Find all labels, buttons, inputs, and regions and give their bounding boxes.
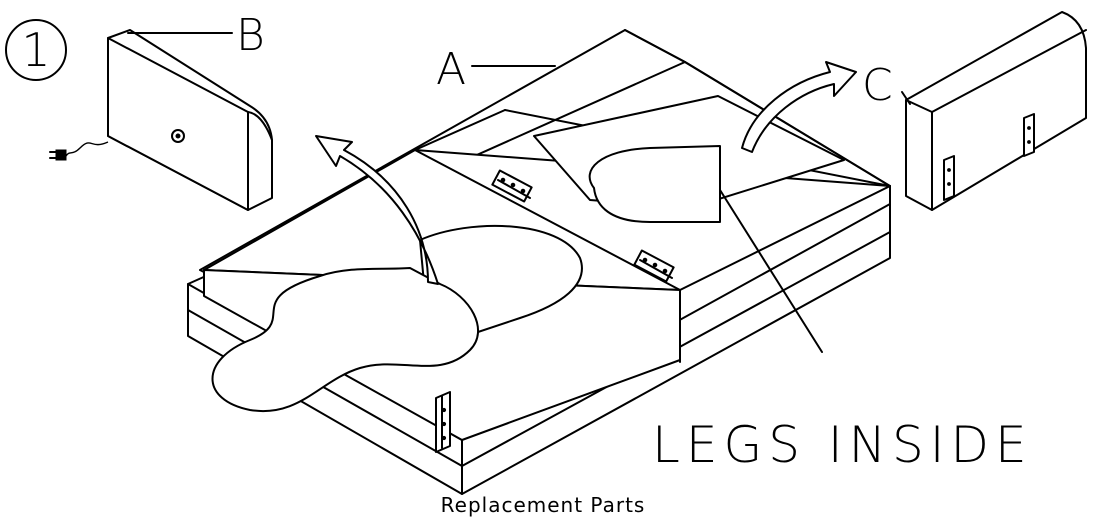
hinge-top	[491, 169, 533, 203]
legs-leader	[719, 189, 823, 353]
hinge-bottom	[633, 249, 675, 283]
back-top-edge	[624, 29, 891, 187]
footboard-bracket-left	[943, 155, 955, 201]
headboard-knob-icon	[171, 129, 185, 143]
callout-c-leader	[901, 91, 911, 105]
leg-recess-u	[588, 145, 721, 223]
headboard-face	[107, 37, 249, 211]
callout-a: A	[436, 44, 466, 95]
front-bracket	[435, 391, 451, 453]
step-marker: 1	[5, 19, 67, 81]
fold-line	[414, 149, 681, 291]
callout-b: B	[236, 10, 265, 61]
step-circle	[5, 19, 67, 81]
arrow-up-right-icon	[741, 61, 857, 153]
caption: Replacement Parts	[441, 493, 646, 517]
callout-c: C	[862, 60, 893, 111]
headboard-edge	[247, 111, 273, 141]
lifted-flap	[211, 267, 480, 413]
legs-inside-note: LEGS INSIDE	[652, 416, 1033, 474]
plug-icon	[55, 149, 67, 161]
arrow-up-left-icon	[315, 135, 439, 285]
step-number: 1	[21, 23, 50, 77]
part-c-footboard	[905, 11, 1087, 211]
footboard-bracket-right	[1023, 113, 1035, 157]
power-cord	[65, 141, 109, 157]
part-b-headboard	[49, 29, 273, 211]
back-fold-edge	[414, 109, 506, 151]
base-seam-left	[187, 309, 463, 467]
